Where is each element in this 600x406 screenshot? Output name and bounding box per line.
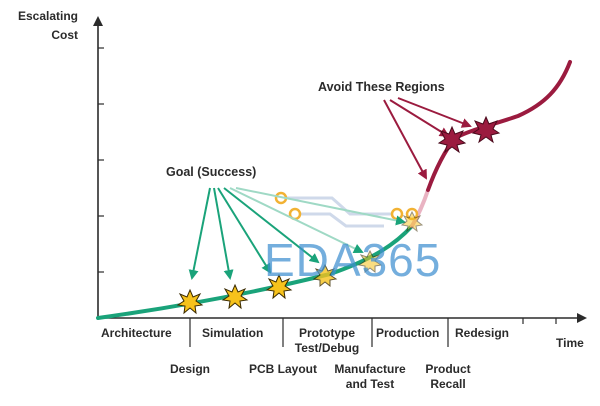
phase-product: Product	[425, 362, 470, 376]
goal-arrows	[188, 187, 320, 280]
success-star-icon	[312, 263, 338, 288]
success-markers	[176, 210, 424, 315]
phase-architecture: Architecture	[101, 326, 172, 340]
phase-recall: Recall	[430, 377, 465, 391]
phase-manufacture: Manufacture	[334, 362, 406, 376]
y-axis-title-line1: Escalating	[18, 9, 78, 23]
phase-and-test: and Test	[346, 377, 394, 391]
y-axis-ticks	[98, 47, 104, 273]
goal-success-label: Goal (Success)	[166, 165, 256, 179]
success-star-icon	[265, 273, 293, 300]
avoid-arrows	[383, 97, 472, 180]
failure-markers	[437, 115, 501, 154]
failure-star-icon	[471, 115, 501, 144]
success-star-icon	[176, 288, 204, 315]
phase-design: Design	[170, 362, 210, 376]
phase-production: Production	[376, 326, 439, 340]
cost-curve-escalation	[426, 60, 572, 192]
success-star-icon	[400, 210, 424, 233]
x-axis-title: Time	[556, 336, 584, 350]
avoid-regions-label: Avoid These Regions	[318, 80, 445, 94]
failure-star-icon	[437, 125, 467, 154]
watermark-text: EDA365	[264, 234, 441, 286]
phase-test-debug: Test/Debug	[295, 341, 359, 355]
pcb-trace-decoration	[282, 196, 398, 228]
success-star-icon	[221, 283, 249, 310]
success-star-icon	[357, 249, 383, 274]
y-axis-title-line2: Cost	[51, 28, 78, 42]
phase-pcb-layout: PCB Layout	[249, 362, 317, 376]
phase-redesign: Redesign	[455, 326, 509, 340]
cost-curve-success	[96, 224, 414, 320]
phase-prototype: Prototype	[299, 326, 355, 340]
phase-simulation: Simulation	[202, 326, 263, 340]
goal-arrows-faded	[229, 187, 406, 254]
x-axis-ticks	[189, 318, 557, 347]
